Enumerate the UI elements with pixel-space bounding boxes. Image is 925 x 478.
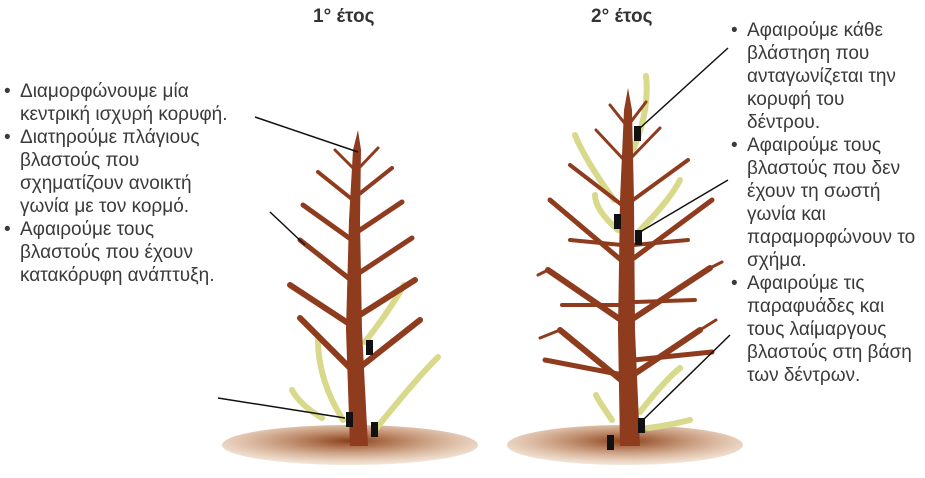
cut-marker — [346, 412, 353, 427]
note-remove-suckers: Αφαιρούμε τις παραφυάδες και τους λαίμαρ… — [731, 272, 921, 387]
year-2-notes: Αφαιρούμε κάθε βλάστηση που ανταγωνίζετα… — [731, 19, 921, 387]
year-1-title: 1° έτος — [313, 6, 374, 28]
trunk-1 — [346, 130, 368, 446]
cut-marker — [607, 435, 614, 450]
cut-marker — [634, 126, 641, 141]
note-strong-leader: Διαμορφώνουμε μία κεντρική ισχυρή κορυφή… — [4, 80, 230, 126]
year-1-notes: Διαμορφώνουμε μία κεντρική ισχυρή κορυφή… — [4, 80, 230, 287]
cut-marker — [371, 422, 378, 437]
tree-year-2 — [507, 48, 743, 465]
tree-year-1 — [218, 117, 478, 465]
note-keep-wide-angle-shoots: Διατηρούμε πλάγιους βλαστούς που σχηματί… — [4, 126, 230, 218]
note-remove-wrong-angle-shoots: Αφαιρούμε τους βλαστούς που δεν έχουν τη… — [731, 134, 921, 272]
note-remove-vertical-shoots: Αφαιρούμε τους βλαστούς που έχουν κατακό… — [4, 218, 230, 287]
year-2-title: 2° έτος — [591, 6, 652, 28]
cut-marker — [638, 418, 645, 433]
cut-marker — [614, 214, 621, 229]
cut-marker — [366, 340, 373, 355]
note-remove-competing-growth: Αφαιρούμε κάθε βλάστηση που ανταγωνίζετα… — [731, 19, 921, 134]
